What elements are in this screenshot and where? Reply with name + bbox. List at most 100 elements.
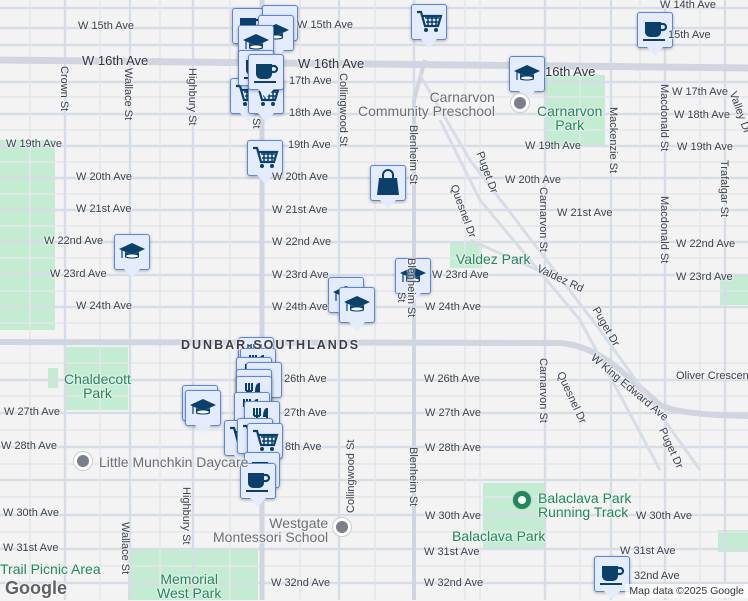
park-area <box>450 243 482 268</box>
place-pin-icon[interactable] <box>74 452 92 470</box>
street-label: 32nd Ave <box>634 570 680 582</box>
place-label: Westgate Montessori School <box>213 515 329 545</box>
cart-icon <box>417 10 443 32</box>
street-label: St <box>395 292 407 303</box>
street-label: Wallace St <box>119 522 131 575</box>
street-label: 16th Ave <box>545 64 596 79</box>
street-label: W 22nd Ave <box>272 236 332 248</box>
street-label: W 30th Ave <box>425 510 482 522</box>
park-area <box>545 75 605 147</box>
street-label: 27th Ave <box>284 407 327 419</box>
school-pin-icon[interactable] <box>511 94 529 112</box>
place-label: Little Munchkin Daycare <box>99 454 249 470</box>
park-label: Memorial West Park <box>157 571 222 601</box>
cart-icon <box>253 429 279 451</box>
shopping-bag-marker[interactable] <box>370 165 406 209</box>
street-label: W 27th Ave <box>425 407 482 419</box>
school-icon <box>243 34 269 50</box>
street-label: W 28th Ave <box>425 442 482 454</box>
cart-marker[interactable] <box>247 140 283 184</box>
school-marker[interactable] <box>395 258 431 302</box>
place-label: Carnarvon Community Preschool <box>358 89 495 119</box>
neighbourhood-label: DUNBAR-SOUTHLANDS <box>181 338 361 352</box>
coffee-marker[interactable] <box>248 54 284 98</box>
street-label: W 30th Ave <box>636 510 693 522</box>
street-label: W 23rd Ave <box>50 268 107 280</box>
street-label: Blenheim St <box>405 258 417 318</box>
street-label: W 23rd Ave <box>272 269 329 281</box>
school-pin-icon[interactable] <box>333 518 351 536</box>
school-marker[interactable] <box>339 287 375 331</box>
google-logo: Google <box>5 578 67 598</box>
school-icon <box>400 267 426 283</box>
street-label: W 14th Ave <box>660 0 717 11</box>
quesnel-dr-road <box>438 119 662 471</box>
shopping-bag-icon <box>377 169 399 195</box>
street-label: W 19th Ave <box>677 141 734 153</box>
street-label: W 26th Ave <box>424 373 481 385</box>
park-label: Carnarvon Park <box>537 103 603 133</box>
school-icon <box>344 296 370 312</box>
park-area <box>0 140 55 330</box>
puget-dr-road <box>418 74 702 471</box>
street-label: W 22nd Ave <box>44 235 104 247</box>
street-label: W 31st Ave <box>3 542 59 554</box>
park-label: Balaclava Park <box>452 528 546 544</box>
street-label: W 24th Ave <box>76 300 133 312</box>
street-label: Collingwood St <box>345 439 357 513</box>
park-label: Chaldecott Park <box>64 371 131 401</box>
coffee-icon <box>600 566 625 585</box>
street-label: W 16th Ave <box>82 53 149 68</box>
school-icon <box>119 243 145 259</box>
street-label: 18th Ave <box>289 107 332 119</box>
cart-marker[interactable] <box>411 4 447 48</box>
street-label: W 20th Ave <box>272 171 329 183</box>
school-icon <box>514 65 540 81</box>
coffee-icon <box>254 64 279 83</box>
coffee-marker[interactable] <box>594 556 630 600</box>
street-label: 19th Ave <box>288 139 331 151</box>
street-label: Collingwood St <box>337 73 349 147</box>
coffee-icon <box>643 22 668 41</box>
street-label: W 32nd Ave <box>424 577 484 589</box>
street-label: 26th Ave <box>284 373 327 385</box>
street-label: W 21st Ave <box>272 204 328 216</box>
street-label: W 18th Ave <box>674 109 731 121</box>
street-label: W 24th Ave <box>272 301 329 313</box>
street-label: W 31st Ave <box>424 546 480 558</box>
street-label: W 23rd Ave <box>432 269 489 281</box>
school-marker[interactable] <box>114 234 150 278</box>
school-icon <box>190 399 216 415</box>
street-label: Macdonald St <box>658 84 670 152</box>
school-marker[interactable] <box>185 390 221 434</box>
street-label: W 28th Ave <box>1 440 58 452</box>
street-label: W 15th Ave <box>78 20 135 32</box>
coffee-marker[interactable] <box>240 463 276 507</box>
map-attribution[interactable]: Map data ©2025 Google <box>625 584 748 598</box>
street-label: Carnarvon St <box>537 358 549 423</box>
street-label: W 19th Ave <box>6 138 63 150</box>
coffee-marker[interactable] <box>637 12 673 56</box>
school-marker[interactable] <box>509 56 545 100</box>
park-label: Balaclava Park Running Track <box>538 490 632 520</box>
street-label: W 21st Ave <box>557 207 613 219</box>
street-label: W 32nd Ave <box>271 577 331 589</box>
park-area <box>48 368 58 388</box>
street-label: W 17th Ave <box>672 86 729 98</box>
street-label: W 20th Ave <box>76 171 133 183</box>
street-label: W 20th Ave <box>505 174 562 186</box>
park-label: Trail Picnic Area <box>0 561 101 577</box>
street-label: St <box>250 118 262 129</box>
street-label: Carnarvon St <box>537 187 549 252</box>
street-label: Crown St <box>58 66 70 112</box>
cart-icon <box>253 146 279 168</box>
street-label: W 22nd Ave <box>676 238 736 250</box>
street-label: Blenheim St <box>407 447 419 507</box>
street-label: W 24th Ave <box>425 301 482 313</box>
street-label: Highbury St <box>186 68 198 126</box>
street-label: W 31st Ave <box>620 545 676 557</box>
street-label: W 21st Ave <box>76 203 132 215</box>
coffee-icon <box>246 473 271 492</box>
street-label: W 19th Ave <box>525 140 582 152</box>
park-pin-icon[interactable] <box>513 491 531 509</box>
